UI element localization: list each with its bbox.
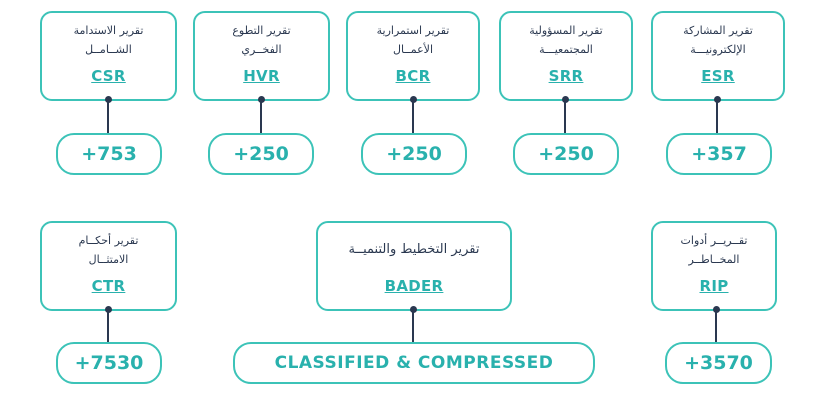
report-title-line1: تقرير المشاركة xyxy=(683,24,753,37)
report-title-line2: الفخــري xyxy=(241,43,282,56)
connector-line xyxy=(716,100,718,133)
report-title-line1: تقــريــر أدوات xyxy=(680,234,748,247)
connector-line xyxy=(107,310,109,342)
count-pill-rip: +3570 xyxy=(665,342,772,384)
count-pill-esr: +357 xyxy=(666,133,772,175)
report-title-line2: الامتثــال xyxy=(88,253,129,266)
report-title-line1: تقرير استمرارية xyxy=(376,24,450,37)
report-card-csr: تقرير الاستدامة الشــامــل CSR xyxy=(40,11,177,101)
report-title-line1: تقرير الاستدامة xyxy=(73,24,144,37)
connector-line xyxy=(715,310,717,342)
connector-dot xyxy=(714,96,721,103)
report-code-bader[interactable]: BADER xyxy=(384,277,444,295)
report-card-srr: تقرير المسؤولية المجتمعيـــة SRR xyxy=(499,11,633,101)
report-card-ctr: تقرير أحكــام الامتثــال CTR xyxy=(40,221,177,311)
connector-line xyxy=(260,100,262,133)
count-pill-bcr: +250 xyxy=(361,133,467,175)
report-title-line1: تقرير التطوع xyxy=(232,24,291,37)
connector-dot xyxy=(105,306,112,313)
report-title-line2: المجتمعيـــة xyxy=(539,43,593,56)
connector-dot xyxy=(713,306,720,313)
report-title-line1: تقرير أحكــام xyxy=(78,234,139,247)
connector-line xyxy=(412,100,414,133)
report-title-line2: الأعمــال xyxy=(392,43,434,56)
count-pill-hvr: +250 xyxy=(208,133,314,175)
report-card-rip: تقــريــر أدوات المخــاطــر RIP xyxy=(651,221,777,311)
report-card-hvr: تقرير التطوع الفخــري HVR xyxy=(193,11,330,101)
report-code-rip[interactable]: RIP xyxy=(699,277,729,295)
report-code-esr[interactable]: ESR xyxy=(701,67,735,85)
report-title-line2: الإلكترونيـــة xyxy=(690,43,746,56)
connector-line xyxy=(412,310,414,342)
connector-line xyxy=(107,100,109,133)
count-pill-csr: +753 xyxy=(56,133,162,175)
report-title-line2: الشــامــل xyxy=(85,43,132,56)
connector-line xyxy=(564,100,566,133)
report-card-bcr: تقرير استمرارية الأعمــال BCR xyxy=(346,11,480,101)
connector-dot xyxy=(105,96,112,103)
connector-dot xyxy=(562,96,569,103)
report-code-csr[interactable]: CSR xyxy=(91,67,126,85)
count-pill-bader: CLASSIFIED & COMPRESSED xyxy=(233,342,595,384)
report-card-bader: تقرير التخطيط والتنميــة BADER xyxy=(316,221,512,311)
report-title-line1: تقرير التخطيط والتنميــة xyxy=(348,242,480,257)
count-pill-srr: +250 xyxy=(513,133,619,175)
connector-dot xyxy=(258,96,265,103)
report-card-esr: تقرير المشاركة الإلكترونيـــة ESR xyxy=(651,11,785,101)
connector-dot xyxy=(410,306,417,313)
report-code-bcr[interactable]: BCR xyxy=(395,67,431,85)
count-pill-ctr: +7530 xyxy=(56,342,162,384)
report-code-ctr[interactable]: CTR xyxy=(91,277,126,295)
connector-dot xyxy=(410,96,417,103)
report-title-line2: المخــاطــر xyxy=(688,253,740,266)
report-code-srr[interactable]: SRR xyxy=(548,67,584,85)
report-code-hvr[interactable]: HVR xyxy=(243,67,280,85)
report-title-line1: تقرير المسؤولية xyxy=(529,24,603,37)
